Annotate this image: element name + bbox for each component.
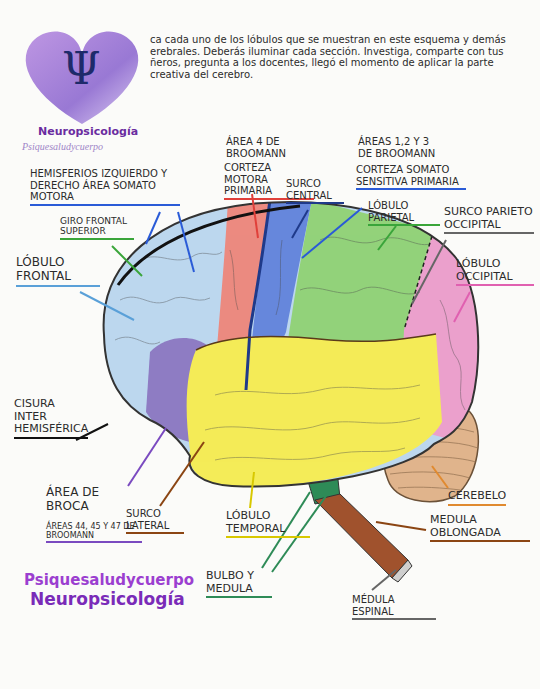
- part-label: CEREBELO: [448, 490, 506, 506]
- watermark: Neuropsicología: [38, 126, 138, 139]
- part-label: HEMISFERIOS IZQUIERDO Y DERECHO ÁREA SOM…: [30, 168, 180, 206]
- part-label: LÓBULO TEMPORAL: [226, 510, 310, 538]
- part-label: SURCO CENTRAL: [286, 178, 344, 204]
- instructions-text: ca cada uno de los lóbulos que se muestr…: [150, 34, 532, 80]
- temporal-lobe: [187, 334, 442, 488]
- brain-outline: [104, 202, 479, 486]
- part-label: CISURA INTER HEMISFÉRICA: [14, 398, 88, 439]
- leader-lines: [76, 194, 470, 590]
- logo-symbol: Ψ: [62, 44, 101, 95]
- part-label: ÁREAS 1,2 Y 3 DE BROOMANN: [358, 136, 442, 159]
- part-label: BULBO Y MEDULA: [206, 570, 272, 598]
- watermark: Neuropsicología: [30, 590, 185, 610]
- watermark: Psiquesaludycuerpo: [22, 141, 103, 153]
- part-label: SURCO PARIETO OCCIPITAL: [444, 206, 534, 234]
- part-label: SURCO LATERAL: [126, 508, 184, 534]
- part-label: MEDULA OBLONGADA: [430, 514, 530, 542]
- part-label: CORTEZA SOMATO SENSITIVA PRIMARIA: [356, 164, 466, 190]
- part-label: ÁREA 4 DE BROOMANN: [226, 136, 312, 159]
- part-label: LÓBULO OCCIPITAL: [456, 258, 534, 286]
- part-label: ÁREA DE BROCA: [46, 486, 122, 514]
- watermark: Psiquesaludycuerpo: [24, 572, 194, 589]
- part-label: MÉDULA ESPINAL: [352, 594, 436, 620]
- part-label: LÓBULO PARIETAL: [368, 200, 440, 226]
- part-label: GIRO FRONTAL SUPERIOR: [60, 216, 134, 240]
- part-label: LÓBULO FRONTAL: [16, 256, 100, 287]
- medulla: [315, 494, 408, 578]
- logo-heart: [26, 31, 139, 124]
